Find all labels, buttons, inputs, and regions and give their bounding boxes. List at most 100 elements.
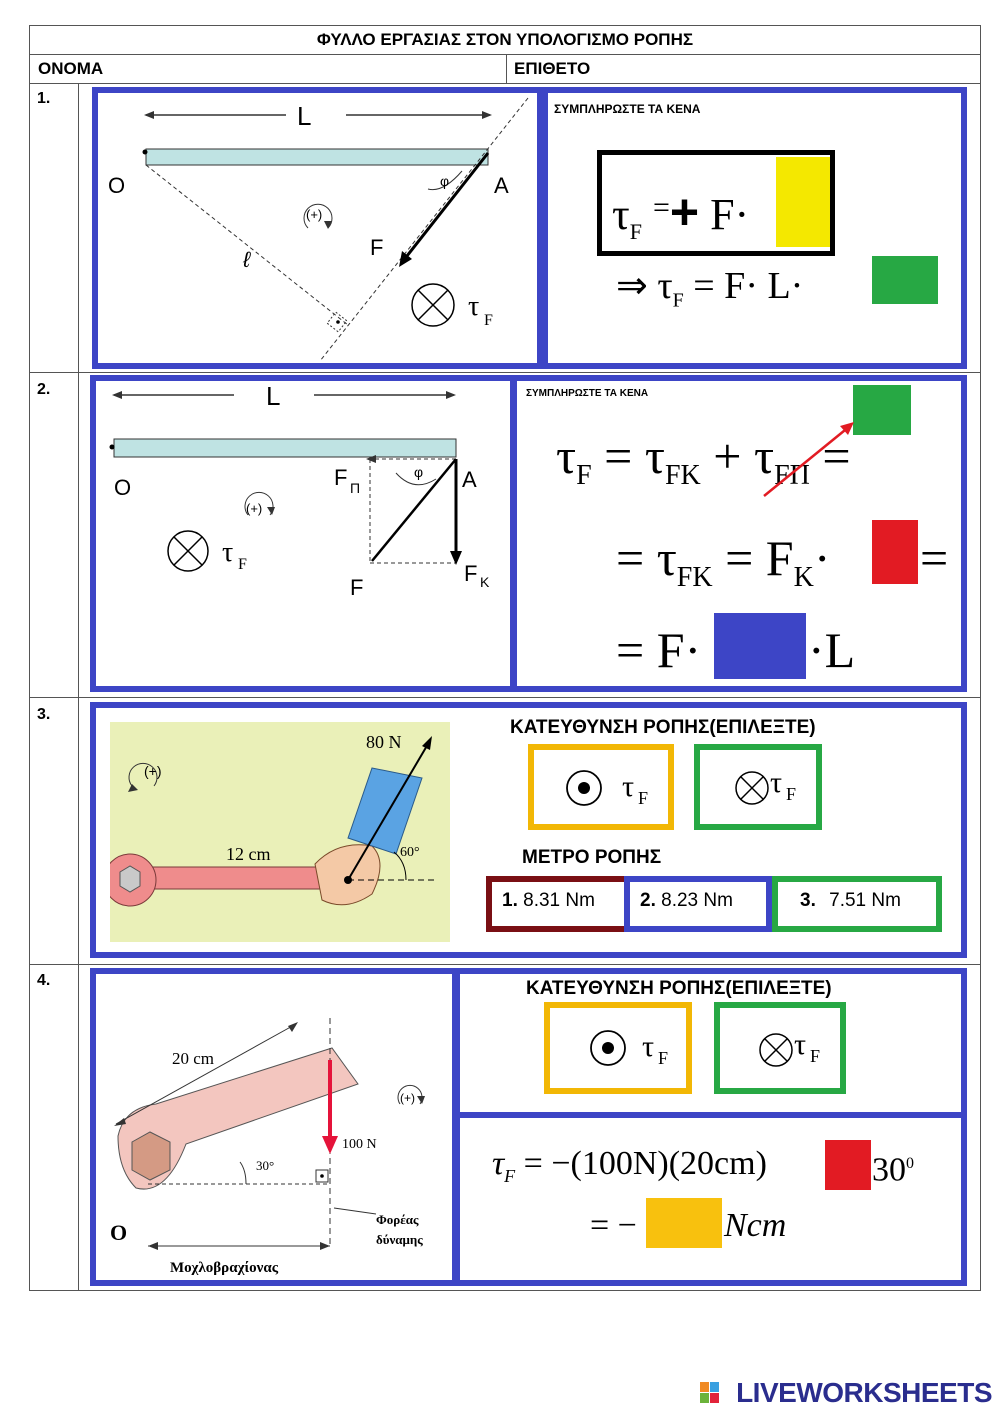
q1-diagram-frame [92,87,548,369]
q1-blank-green[interactable] [872,256,938,304]
plus-sign: + [669,184,700,240]
name-input[interactable] [120,56,500,82]
right-angle-mark [326,311,348,333]
leader-line [333,1207,377,1215]
q1-line1: τF =+ F· [612,186,749,254]
q4-formula-angle: 300 [872,1142,914,1192]
q2-line2: = τFK = FK· [616,528,831,608]
arrow-head [322,1136,338,1154]
label-A: A [462,467,477,492]
label-FP-sub: Π [350,480,360,496]
option-value: 8.31 Nm [523,890,595,911]
q2-answer-frame [511,375,967,692]
into-page-symbol [759,1033,793,1067]
angle-arc [393,851,407,881]
q2-diagram: L O A φ F Π F F Κ (+) τ F [109,381,490,600]
arrow-head [112,391,122,399]
q4-direction-heading: ΚΑΤΕΥΘΥΝΣΗ ΡΟΠΗΣ(ΕΠΙΛΕΞΤΕ) [526,978,832,999]
label-plus: (+) [144,763,162,779]
arrow-head [399,251,412,267]
implies-arrow: ⇒ [616,265,648,307]
arrow-head [267,507,275,515]
tau-symbol: τ [642,1030,655,1063]
strike-arrow [763,422,854,497]
q4-option-into-page[interactable]: τ F [714,1002,846,1094]
wrench-body [117,1047,359,1190]
q4-formula-frame [452,1112,967,1286]
formula-term: ·L [808,622,856,678]
label-phi: φ [414,464,423,480]
name-label: ΟΝΟΜΑ [38,59,104,78]
q1-answer-frame [537,87,967,369]
table-line [29,372,981,373]
formula-term: = F· L· [693,265,804,307]
cross-line [173,536,203,566]
label-F: F [370,235,383,260]
q4-blank-yellow[interactable] [646,1198,722,1248]
q3-direction-heading: ΚΑΤΕΥΘΥΝΣΗ ΡΟΠΗΣ(ΕΠΙΛΕΞΤΕ) [510,717,816,738]
arrow-head [288,1022,298,1032]
dimension-line [115,1023,297,1125]
q3-magnitude-option-2[interactable]: 2. 8.23 Nm [624,876,772,932]
tau-symbol: τ [612,190,630,239]
nut [119,865,141,893]
table-line [29,83,981,84]
liveworksheets-logo: LIVEWORKSHEETS [736,1377,992,1408]
angle-arc [395,472,437,486]
label-FK-sub: Κ [480,574,490,590]
label-plus: (+) [306,207,322,222]
label-line1: Φορέας [376,1212,419,1227]
tau-symbol: τ [492,1145,505,1182]
nut [131,1131,171,1181]
label-A: A [494,173,509,198]
beam [113,438,457,458]
equals-sign: = [652,191,670,224]
table-line [29,964,981,965]
arrow-head [446,391,456,399]
question-number: 3. [37,706,51,723]
q1-formula-box [597,150,835,256]
question-number: 2. [37,381,51,398]
q3-magnitude-option-1[interactable]: 1. 8.31 Nm [486,876,630,932]
q4-blank-red[interactable] [825,1140,871,1190]
option-value: 7.51 Nm [829,890,901,911]
question-number: 4. [37,972,51,989]
formula-term: = −(100N)(20cm) [523,1145,767,1182]
q2-blank-green[interactable] [853,385,911,435]
formula-term: = − [590,1207,637,1244]
tau-subscript: FK [664,460,701,491]
pivot-dot [109,444,115,450]
right-angle-dot [320,1174,324,1178]
liveworksheets-logo-icon [700,1382,720,1404]
tau-subscript: F [786,784,797,804]
angle-value: 30 [872,1151,906,1189]
label-F: F [350,575,363,600]
force-subscript: K [793,562,814,593]
strike-line [763,425,851,497]
q3-magnitude-option-3[interactable]: 3. 7.51 Nm [772,876,942,932]
tau-subscript: FK [676,562,713,593]
surname-input[interactable] [610,56,975,82]
q2-blank-blue[interactable] [714,613,806,679]
into-page-symbol [411,283,455,327]
q4-option-out-of-page[interactable]: τ F [544,1002,692,1094]
force-vector [371,458,457,562]
q3-option-out-of-page[interactable]: τ F [528,744,674,830]
label-O: O [108,173,125,198]
arrow-head [320,1242,330,1250]
out-of-page-symbol [590,1030,626,1066]
option-number: 2. [640,890,656,911]
hand [314,844,381,906]
q2-instruction: ΣΥΜΠΛΗΡΩΣΤΕ ΤΑ ΚΕΝΑ [526,388,649,399]
force-vector [401,152,490,262]
q2-blank-red[interactable] [872,520,918,584]
q1-blank-yellow[interactable] [776,157,830,247]
arrow-head [144,111,154,119]
table-border-top [29,25,981,26]
q3-option-into-page[interactable]: τ F [694,744,822,830]
q3-magnitude-heading: ΜΕΤΡΟ ΡΟΠΗΣ [522,847,662,868]
table-border-left [29,25,30,1291]
rotation-arc [303,203,333,229]
label-angle: 60° [400,845,420,860]
tau-subscript: F [504,1165,516,1186]
